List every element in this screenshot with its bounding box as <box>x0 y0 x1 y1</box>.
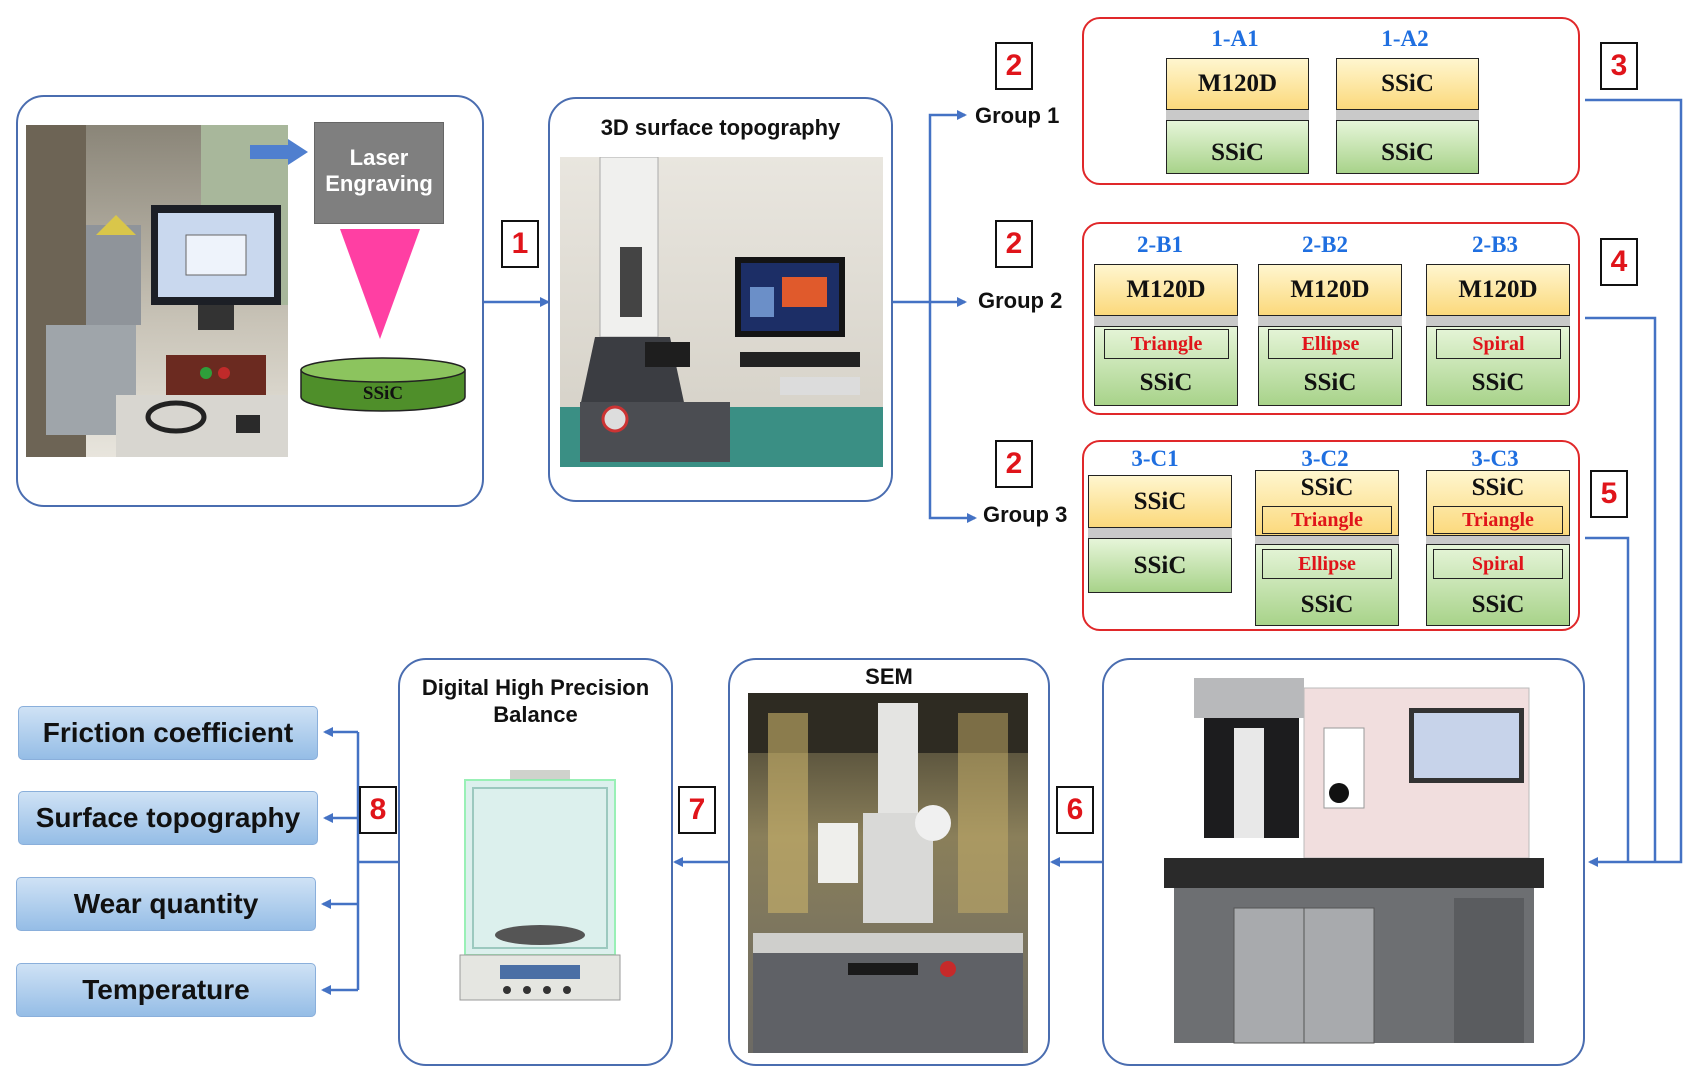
group-3-c3-bottom-texture: Spiral <box>1433 549 1563 579</box>
step-number-2-group-3: 2 <box>995 440 1033 488</box>
laser-machine-photo <box>26 125 288 457</box>
step-number-6: 6 <box>1056 786 1094 834</box>
group-3-c1-interface <box>1088 528 1232 538</box>
code-1-A2: 1-A2 <box>1381 26 1429 51</box>
group-3-c3-bottom-block: SSiC <box>1426 544 1570 626</box>
arrow-group-1 <box>928 110 967 302</box>
group-2-label: Group 2 <box>978 288 1063 313</box>
group-3-c1-top-block: SSiC <box>1088 475 1232 528</box>
group-1-a1-top-block: M120D <box>1166 58 1309 110</box>
balance-photo <box>455 770 625 1010</box>
output-temperature: Temperature <box>16 963 316 1017</box>
connector-group-2 <box>1585 316 1657 862</box>
step-number-5: 5 <box>1590 470 1628 518</box>
output-surface-topography: Surface topography <box>18 791 318 845</box>
laser-engraving-label: Laser Engraving <box>325 145 433 196</box>
ssic-disc: SSiC <box>298 355 468 415</box>
arrow-group-3 <box>928 302 977 523</box>
group-1-a2-bottom-block: SSiC <box>1336 120 1479 174</box>
code-3-C3: 3-C3 <box>1471 446 1519 471</box>
code-3-C2: 3-C2 <box>1301 446 1349 471</box>
ssic-disc-label: SSiC <box>362 383 404 404</box>
group-2-b3-top-block: M120D <box>1426 264 1570 316</box>
step-number-2-group-1: 2 <box>995 42 1033 90</box>
group-2-b2-top-block: M120D <box>1258 264 1402 316</box>
group-3-c2-top-texture: Triangle <box>1262 506 1392 534</box>
output-friction-coefficient: Friction coefficient <box>18 706 318 760</box>
laser-arrow-icon <box>250 139 308 165</box>
group-3-label: Group 3 <box>983 502 1068 527</box>
laser-panel: Laser Engraving SSiC <box>16 95 484 507</box>
group-3-c2-interface <box>1255 536 1399 544</box>
sem-panel: SEM <box>728 658 1050 1066</box>
code-1-A1: 1-A1 <box>1211 26 1259 51</box>
group-1-label: Group 1 <box>975 103 1060 128</box>
code-3-C1: 3-C1 <box>1131 446 1179 471</box>
step-number-7: 7 <box>678 786 716 834</box>
group-3-c1-bottom-block: SSiC <box>1088 538 1232 593</box>
step-number-3: 3 <box>1600 42 1638 90</box>
group-2-b3-texture: Spiral <box>1436 329 1561 359</box>
balance-title: Digital High Precision Balance <box>421 675 650 727</box>
group-3-c3-top-block: SSiC <box>1426 470 1570 536</box>
group-3-c3-top-texture: Triangle <box>1433 506 1563 534</box>
group-3-c3-interface <box>1426 536 1570 544</box>
group-1-panel <box>1082 17 1580 185</box>
group-2-b1-top-block: M120D <box>1094 264 1238 316</box>
code-2-B2: 2-B2 <box>1302 232 1348 257</box>
step-number-4: 4 <box>1600 238 1638 286</box>
topography-panel: 3D surface topography <box>548 97 893 502</box>
group-2-b1-bottom-block: SSiC <box>1094 326 1238 406</box>
sem-title: SEM <box>865 664 913 689</box>
tribometer-panel <box>1102 658 1585 1066</box>
topography-title: 3D surface topography <box>600 115 841 140</box>
group-1-a2-top-block: SSiC <box>1336 58 1479 110</box>
group-2-b2-texture: Ellipse <box>1268 329 1393 359</box>
connector-group-3 <box>1585 536 1630 862</box>
step-number-1: 1 <box>501 220 539 268</box>
group-3-c2-bottom-block: SSiC <box>1255 544 1399 626</box>
group-2-b1-interface <box>1094 316 1238 326</box>
group-1-a1-bottom-block: SSiC <box>1166 120 1309 174</box>
code-2-B3: 2-B3 <box>1472 232 1518 257</box>
balance-panel: Digital High Precision Balance <box>398 658 673 1066</box>
group-2-b3-interface <box>1426 316 1570 326</box>
connector-group-1 <box>1585 98 1683 864</box>
group-2-b3-bottom-block: SSiC <box>1426 326 1570 406</box>
group-2-b1-texture: Triangle <box>1104 329 1229 359</box>
step-number-2-group-2: 2 <box>995 220 1033 268</box>
group-1-a2-interface <box>1336 110 1479 120</box>
laser-beam-icon <box>340 229 420 339</box>
group-2-b2-bottom-block: SSiC <box>1258 326 1402 406</box>
group-1-a1-interface <box>1166 110 1309 120</box>
group-3-c2-top-block: SSiC <box>1255 470 1399 536</box>
sem-microscope-photo <box>748 693 1028 1053</box>
tribometer-photo <box>1164 668 1544 1048</box>
group-2-b2-interface <box>1258 316 1402 326</box>
code-2-B1: 2-B1 <box>1137 232 1183 257</box>
laser-engraving-box: Laser Engraving <box>314 122 444 224</box>
profilometer-photo <box>560 157 883 467</box>
step-number-8: 8 <box>359 786 397 834</box>
output-wear-quantity: Wear quantity <box>16 877 316 931</box>
group-3-c2-bottom-texture: Ellipse <box>1262 549 1392 579</box>
